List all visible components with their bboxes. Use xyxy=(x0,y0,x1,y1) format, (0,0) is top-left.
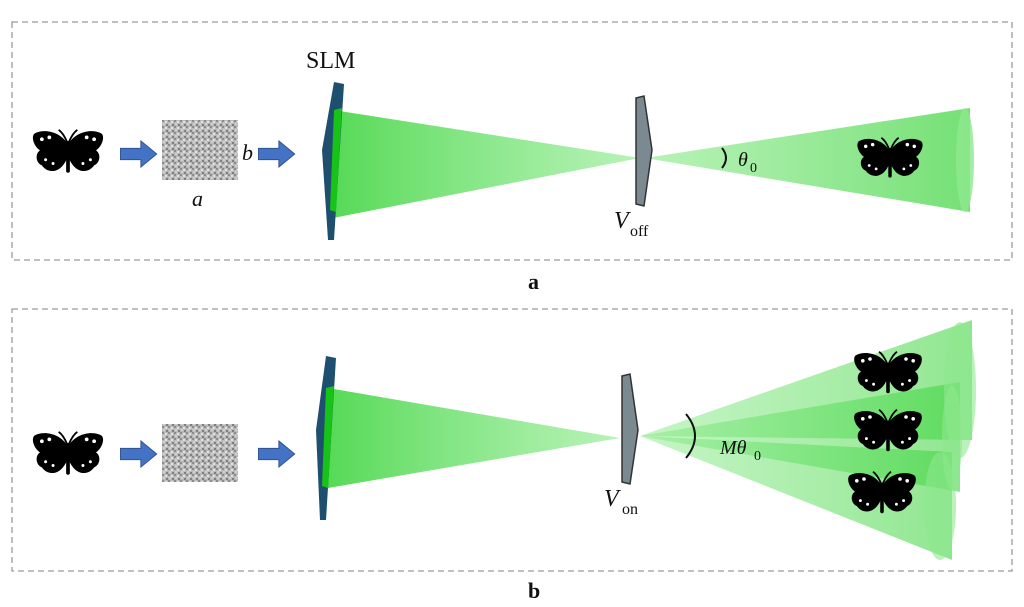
angle-label: Mθ xyxy=(719,437,747,459)
panel-b-frame xyxy=(11,308,1013,572)
diverging-beam-bottom xyxy=(640,436,952,560)
angle-arc xyxy=(685,413,696,459)
blue-arrow-icon xyxy=(258,440,296,468)
converging-beam xyxy=(333,110,640,218)
device-label: V xyxy=(604,486,621,512)
device-label: V xyxy=(614,208,631,234)
device-v-off xyxy=(635,95,653,207)
device-label-sub: on xyxy=(622,501,638,518)
butterfly-object-icon xyxy=(31,430,105,476)
beam-end-cap xyxy=(924,452,956,560)
slm-face xyxy=(322,386,334,488)
diffuser-back-label: b xyxy=(242,140,253,165)
panel-a: b a SLM V off θ 0 a xyxy=(11,21,1013,294)
blue-arrow-icon xyxy=(120,440,158,468)
blue-arrow-icon xyxy=(258,140,296,168)
angle-label-sub: 0 xyxy=(754,449,761,464)
panel-a-frame xyxy=(11,21,1013,261)
angle-label: θ xyxy=(738,149,748,171)
blue-arrow-icon xyxy=(120,140,158,168)
scattering-medium xyxy=(162,120,238,180)
butterfly-object-icon xyxy=(31,128,105,174)
panel-b: V on Mθ 0 b xyxy=(11,308,1013,603)
beam-end-cap xyxy=(956,108,974,212)
device-label-sub: off xyxy=(630,223,649,240)
scattering-medium xyxy=(162,424,238,482)
panel-b-caption: b xyxy=(528,578,540,603)
slm-face xyxy=(330,108,342,212)
angle-label-sub: 0 xyxy=(750,161,757,176)
slm-label: SLM xyxy=(306,48,355,74)
device-v-on xyxy=(621,373,639,485)
angle-arc xyxy=(721,147,727,169)
diverging-beam xyxy=(645,108,970,212)
diffuser-front-label: a xyxy=(192,186,203,211)
converging-beam xyxy=(328,388,620,488)
panel-a-caption: a xyxy=(528,269,539,294)
